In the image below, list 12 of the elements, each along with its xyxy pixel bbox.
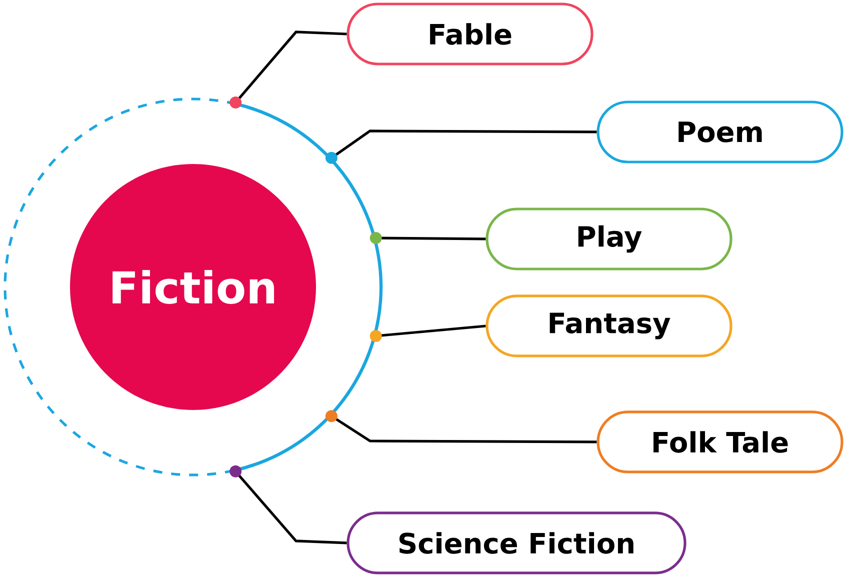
topic-box: Fable xyxy=(346,2,594,66)
leader-line xyxy=(230,30,347,109)
topic-box: Folk Tale xyxy=(596,410,844,474)
topic-box: Poem xyxy=(596,100,844,164)
topic-box: Science Fiction xyxy=(346,512,686,574)
topic-box: Fantasy xyxy=(486,294,732,358)
leader-line xyxy=(325,410,597,444)
leader-line xyxy=(230,465,347,544)
leader-line xyxy=(370,324,486,342)
leader-line xyxy=(325,130,597,164)
leader-line xyxy=(370,232,486,244)
topic-box: Play xyxy=(486,208,732,270)
